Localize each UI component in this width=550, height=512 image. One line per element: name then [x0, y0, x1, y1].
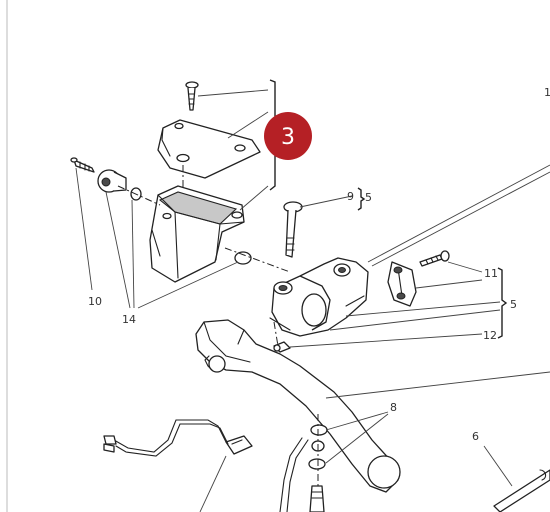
leader-5a	[345, 301, 501, 317]
leader-cover-screw	[197, 89, 269, 97]
leader-switch	[199, 455, 227, 512]
hose-fitting	[308, 424, 328, 512]
brace-5	[497, 267, 508, 339]
label-1: 1	[544, 86, 550, 99]
label-9: 9	[347, 190, 354, 203]
leader-1b	[371, 171, 550, 267]
brake-hose-edge	[286, 439, 309, 512]
leader-8a	[325, 411, 389, 431]
callout-badge: 3	[264, 112, 312, 160]
handlebar-clamp	[387, 261, 417, 307]
outlet-o-ring	[234, 251, 252, 265]
lever-pin	[273, 341, 291, 353]
label-8: 8	[390, 401, 397, 414]
clamp-screw	[419, 250, 450, 267]
brake-lever	[195, 319, 401, 493]
leader-11b	[415, 279, 483, 289]
label-5-right: 5	[510, 298, 517, 311]
cover-screw	[185, 81, 199, 111]
banjo-fitting	[97, 169, 127, 193]
leader-lever	[325, 371, 550, 399]
reservoir-cover	[157, 119, 261, 179]
leader-6	[483, 445, 513, 487]
assembly-axis-pin	[273, 321, 279, 347]
assembly-axis-outlet	[224, 247, 291, 273]
leader-14c	[137, 261, 239, 309]
brake-hose	[279, 437, 303, 512]
leader-10	[75, 167, 93, 291]
leader-9	[299, 195, 353, 208]
label-10: 10	[88, 295, 102, 308]
pivot-bolt	[283, 201, 303, 258]
banjo-bolt	[70, 157, 95, 173]
brace-9	[357, 187, 366, 211]
leader-reservoir	[239, 185, 269, 211]
master-cylinder-body	[269, 257, 369, 337]
label-6: 6	[472, 430, 479, 443]
label-12: 12	[483, 329, 497, 342]
leader-14a	[105, 191, 131, 309]
callout-number: 3	[281, 125, 295, 150]
reservoir-body	[149, 185, 245, 283]
brake-light-switch	[103, 419, 253, 457]
leader-14b	[131, 199, 135, 309]
handlebar	[493, 469, 550, 512]
leader-11	[447, 261, 483, 273]
label-5-top: 5	[365, 191, 372, 204]
leader-5b	[329, 309, 501, 331]
leader-1	[367, 164, 550, 263]
label-14: 14	[122, 313, 136, 326]
label-11: 11	[484, 267, 498, 280]
leader-12	[289, 333, 483, 348]
leader-cover	[227, 111, 269, 139]
leader-8b	[325, 413, 389, 464]
